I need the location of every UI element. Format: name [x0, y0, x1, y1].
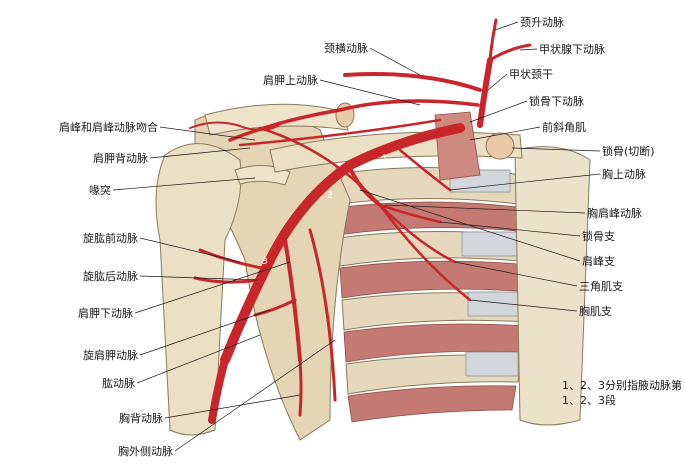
leader-right-2	[487, 73, 508, 91]
label-deltoid-branch: 三角肌支	[579, 280, 623, 293]
acromial-anastomosis	[189, 121, 279, 131]
leader-right-1	[519, 48, 538, 51]
segment-note: 1、2、3分别指腋动脉第1、2、3段	[562, 379, 682, 407]
label-acromial-branch: 肩峰支	[582, 255, 615, 268]
label-transverse-cervical-artery: 颈横动脉	[324, 42, 368, 55]
costal-cartilage-3	[467, 291, 527, 317]
anterior-circumflex-humeral-artery	[198, 248, 264, 270]
anterior-scalene-muscle	[434, 111, 481, 181]
label-lateral-thoracic-artery: 胸外侧动脉	[118, 445, 173, 458]
label-pectoral-branch: 胸肌支	[579, 305, 612, 318]
clavicle-cut-end	[485, 132, 515, 160]
leader-right-6	[449, 173, 601, 191]
leader-top-1	[319, 79, 421, 106]
dorsal-scapular-artery	[238, 118, 442, 147]
thyrocervical-trunk	[477, 57, 493, 128]
label-acromial-anastomosis: 肩峰和肩峰动脉吻合	[59, 121, 158, 134]
ribs	[329, 167, 531, 423]
label-subclavian-artery: 锁骨下动脉	[529, 95, 584, 108]
leader-lines	[112, 21, 601, 452]
leader-right-8	[439, 221, 581, 237]
label-circumflex-scapular-artery: 旋肩胛动脉	[83, 349, 138, 362]
leader-left-2	[112, 177, 256, 191]
posterior-circumflex-humeral-artery	[193, 276, 260, 284]
leader-left-5	[134, 261, 291, 314]
costal-cartilage-4	[465, 351, 519, 377]
segment-number-3: 3	[262, 257, 268, 267]
leader-left-7	[136, 334, 261, 384]
humerus	[155, 143, 242, 436]
label-ascending-cervical-artery: 颈升动脉	[520, 16, 564, 29]
arteries	[189, 18, 532, 424]
leader-left-1	[149, 147, 251, 159]
leader-left-8	[164, 394, 301, 419]
label-clavicular-branch: 锁骨支	[582, 230, 615, 243]
leader-right-0	[494, 21, 519, 31]
leader-left-6	[139, 309, 271, 356]
deltoid-branch	[378, 203, 457, 264]
label-subscapular-artery: 肩胛下动脉	[78, 307, 133, 320]
sternum	[514, 146, 591, 426]
leader-left-0	[159, 126, 256, 141]
thoracodorsal-artery	[298, 358, 303, 417]
leader-right-3	[469, 100, 528, 123]
leader-left-3	[139, 237, 241, 263]
label-inferior-thyroid-artery: 甲状腺下动脉	[539, 43, 605, 56]
leader-left-9	[174, 339, 336, 452]
segment-number-2: 2	[327, 191, 333, 201]
label-thoracodorsal-artery: 胸背动脉	[119, 412, 163, 425]
label-brachial-artery: 肱动脉	[102, 377, 135, 390]
label-thyrocervical-trunk: 甲状颈干	[509, 68, 553, 81]
label-superior-thoracic-artery: 胸上动脉	[602, 168, 646, 181]
leader-right-11	[469, 299, 578, 312]
label-suprascapular-artery: 肩胛上动脉	[263, 74, 318, 87]
clavicular-branch	[378, 203, 442, 224]
brachial-artery	[208, 356, 229, 424]
leader-top-0	[369, 47, 421, 76]
axillary-artery	[220, 123, 465, 365]
leader-right-4	[469, 126, 541, 141]
intercostal-4	[347, 385, 517, 423]
pectoral-branch	[378, 203, 472, 302]
lateral-thoracic-artery	[308, 228, 337, 402]
leader-right-9	[359, 189, 581, 262]
label-anterior-scalene-muscle: 前斜角肌	[542, 121, 586, 134]
leader-right-5	[511, 147, 601, 152]
inferior-thyroid-artery	[488, 43, 532, 62]
segment-number-1: 1	[382, 154, 388, 164]
label-anterior-circumflex-humeral-artery: 旋肱前动脉	[83, 232, 138, 245]
label-thoracoacromial-artery: 胸肩峰动脉	[587, 207, 642, 220]
label-dorsal-scapular-artery: 肩胛背动脉	[93, 152, 148, 165]
leader-right-7	[384, 204, 586, 214]
label-coracoid-process: 喙突	[89, 184, 111, 197]
costal-cartilage-2	[461, 231, 527, 257]
transverse-cervical-artery	[343, 72, 482, 92]
label-posterior-circumflex-humeral-artery: 旋肱后动脉	[83, 270, 138, 283]
leader-right-10	[454, 261, 578, 287]
superior-thoracic-artery	[398, 148, 452, 192]
label-clavicle-cut: 锁骨(切断)	[602, 145, 655, 158]
ascending-cervical-artery	[488, 18, 498, 62]
